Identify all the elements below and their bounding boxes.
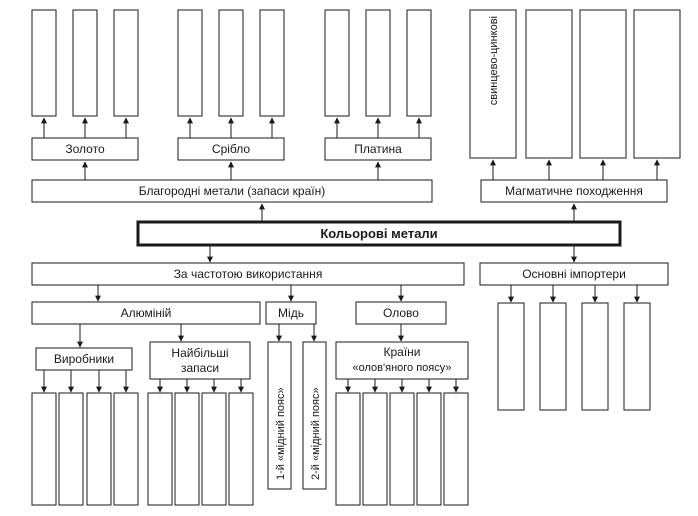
producers-label: Виробники (54, 352, 114, 366)
gold-empty-box (72, 9, 98, 117)
aluminium-box (31, 301, 261, 325)
tin-label: Олово (383, 306, 419, 320)
copper-belt-1-box (267, 341, 292, 490)
gold-empty-box (113, 9, 139, 117)
silver-empty-box (177, 9, 203, 117)
silver-box (177, 137, 285, 161)
platinum-label: Платина (354, 142, 402, 156)
tin-empty-box (416, 392, 442, 506)
tin-empty-box (389, 392, 415, 506)
magmatic-item-label: свинцево-цинкові (488, 16, 500, 105)
tin-countries-label-line1: Країни (383, 345, 420, 359)
tin-empty-box (443, 392, 469, 506)
gold-subgroup: Золото (31, 9, 139, 161)
reserves-empty-box (201, 392, 227, 506)
silver-empty-box (259, 9, 285, 117)
copper-box (265, 301, 317, 325)
platinum-empty-box (324, 9, 350, 117)
copper-belt-1-label: 1-й «мідний пояс» (275, 387, 287, 480)
importers-box (479, 262, 669, 286)
platinum-box (324, 137, 432, 161)
platinum-subgroup: Платина (324, 9, 432, 161)
aluminium-label: Алюміній (121, 306, 172, 320)
platinum-empty-box (406, 9, 432, 117)
magmatic-box (480, 179, 668, 203)
producers-empty-box (113, 392, 139, 506)
gold-empty-box (31, 9, 57, 117)
usage-label: За частотою використання (174, 267, 323, 281)
reserves-empty-box (228, 392, 254, 506)
copper-label: Мідь (278, 306, 304, 320)
precious-metals-box (31, 179, 433, 203)
magmatic-empty-box (633, 9, 681, 159)
importers-empty-box (581, 302, 609, 411)
silver-label: Срібло (212, 142, 250, 156)
producers-empty-box (31, 392, 57, 506)
largest-reserves-label-line1: Найбільші (171, 346, 228, 360)
magmatic-item-box (469, 9, 517, 159)
precious-metals-label: Благородні метали (запаси країн) (139, 184, 325, 198)
importers-empty-box (539, 302, 567, 411)
copper-belt-2-box (302, 341, 327, 490)
magmatic-label: Магматичне походження (505, 184, 643, 198)
tin-countries-box (335, 341, 469, 380)
silver-empty-box (218, 9, 244, 117)
platinum-empty-box (365, 9, 391, 117)
usage-box (31, 262, 465, 286)
largest-reserves-box (149, 341, 251, 380)
silver-subgroup: Срібло (177, 9, 285, 161)
importers-empty-box (623, 302, 651, 411)
producers-empty-box (86, 392, 112, 506)
root-label: Кольорові метали (320, 226, 437, 241)
importers-label: Основні імпортери (522, 267, 626, 281)
gold-box (31, 137, 139, 161)
reserves-empty-box (174, 392, 200, 506)
tin-countries-label-line2: «олов'яного поясу» (353, 362, 452, 374)
tin-empty-box (335, 392, 361, 506)
tin-empty-box (362, 392, 388, 506)
gold-label: Золото (65, 142, 105, 156)
copper-belt-2-label: 2-й «мідний пояс» (310, 387, 322, 480)
magmatic-empty-box (525, 9, 573, 159)
producers-empty-box (58, 392, 84, 506)
largest-reserves-label-line2: запаси (181, 361, 219, 375)
reserves-empty-box (147, 392, 173, 506)
root-box (136, 220, 622, 247)
importers-empty-box (497, 302, 525, 411)
magmatic-group: свинцево-цинкові Магматичне походження (469, 9, 681, 203)
magmatic-empty-box (579, 9, 627, 159)
producers-box (35, 347, 133, 371)
